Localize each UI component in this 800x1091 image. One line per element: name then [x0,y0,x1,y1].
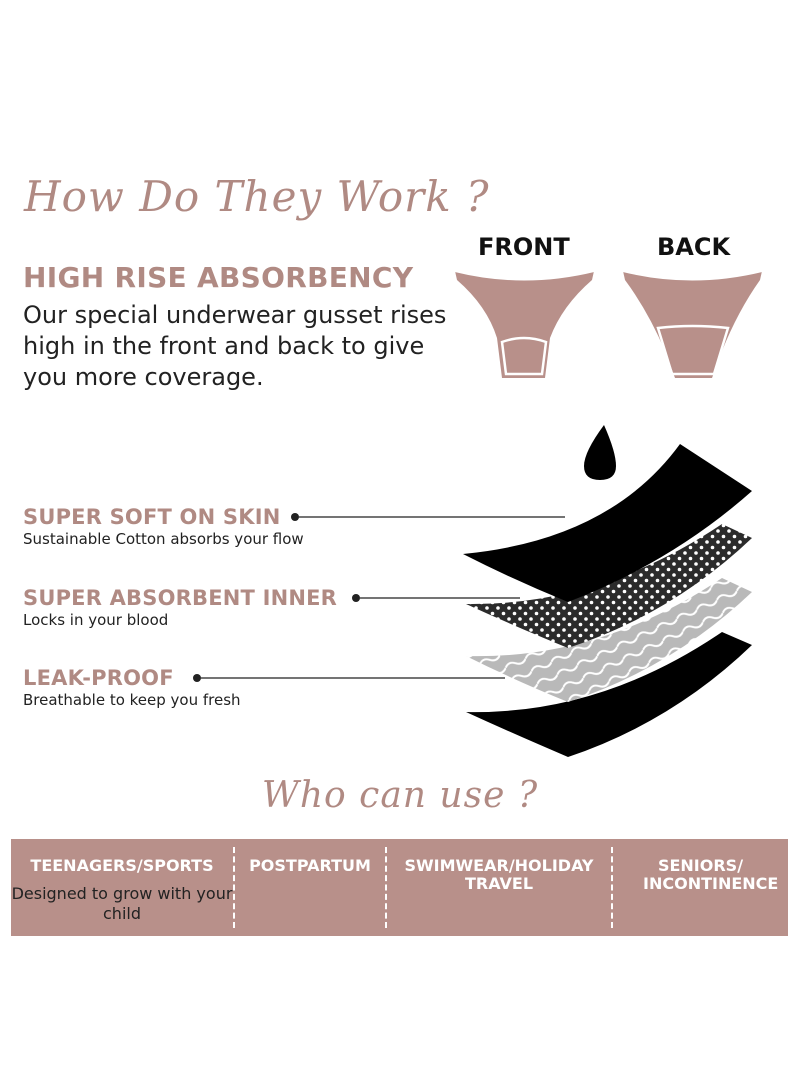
feature-leakproof-subtitle: Breathable to keep you fresh [23,691,241,709]
front-panty-illustration [454,270,595,378]
teenagers-title: TEENAGERS/SPORTS [30,856,214,875]
back-panty-illustration [622,270,763,378]
feature-absorbent-title: SUPER ABSORBENT INNER [23,586,338,610]
feature-leakproof-title: LEAK-PROOF [23,666,174,690]
banner-column-postpartum: POSTPARTUM [235,839,385,936]
swimwear-title: SWIMWEAR/HOLIDAY TRAVEL [404,856,594,893]
usage-banner: TEENAGERS/SPORTS Designed to grow with y… [11,839,788,936]
feature-absorbent-subtitle: Locks in your blood [23,611,169,629]
banner-column-teenagers: TEENAGERS/SPORTS Designed to grow with y… [11,839,233,936]
postpartum-title: POSTPARTUM [249,856,371,875]
how-they-work-title: How Do They Work ? [24,172,490,221]
high-rise-description: Our special underwear gusset rises high … [23,301,447,391]
banner-divider [233,847,235,928]
high-rise-heading: HIGH RISE ABSORBENCY [23,261,414,294]
banner-divider [385,847,387,928]
feature-soft-subtitle: Sustainable Cotton absorbs your flow [23,530,304,548]
banner-column-seniors: SENIORS/ INCONTINENCE [613,839,788,936]
back-label: BACK [657,233,731,261]
who-can-use-title: Who can use ? [261,775,539,816]
banner-divider [611,847,613,928]
seniors-title: SENIORS/ INCONTINENCE [643,856,779,893]
front-label: FRONT [478,233,570,261]
teenagers-subtitle: Designed to grow with your child [11,884,233,923]
banner-column-swimwear: SWIMWEAR/HOLIDAY TRAVEL [387,839,611,936]
layers-illustration [193,425,752,757]
feature-soft-title: SUPER SOFT ON SKIN [23,505,281,529]
